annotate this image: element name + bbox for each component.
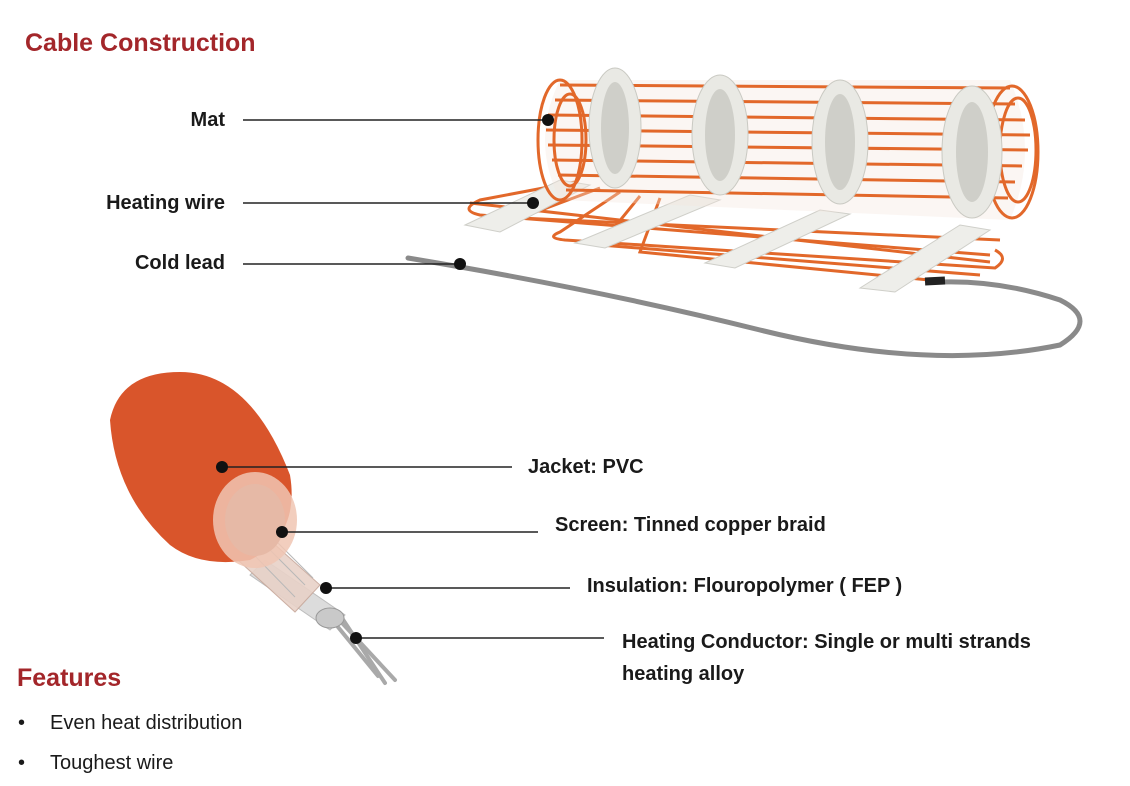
label-screen: Screen: Tinned copper braid	[555, 514, 826, 536]
mat-leader-lines	[243, 119, 548, 265]
cold-lead-cable	[405, 255, 1083, 359]
feature-text: Toughest wire	[50, 752, 174, 774]
cable-section-illustration	[110, 372, 397, 685]
cable-leader-dots	[216, 461, 362, 644]
label-mat: Mat	[190, 109, 225, 131]
label-insulation: Insulation: Flouropolymer ( FEP )	[587, 575, 903, 597]
label-heating-wire: Heating wire	[106, 192, 225, 214]
label-heating-conductor: Heating Conductor: Single or multi stran…	[622, 631, 1031, 685]
mat-leader-dots	[454, 114, 554, 270]
construction-title: Cable Construction	[25, 29, 256, 57]
feature-item: • Even heat distribution	[18, 712, 242, 735]
feature-text: Even heat distribution	[50, 712, 243, 734]
mat-tapes-flat	[463, 179, 992, 293]
cable-leader-lines	[222, 466, 604, 639]
features-title: Features	[17, 664, 122, 692]
bullet-icon: •	[18, 752, 26, 774]
feature-item: • Toughest wire	[18, 752, 173, 775]
mat-roll	[536, 67, 1040, 220]
label-cold-lead: Cold lead	[134, 252, 225, 274]
mat-roll-tapes	[588, 67, 1003, 219]
bullet-icon: •	[18, 712, 26, 734]
label-jacket: Jacket: PVC	[528, 456, 644, 478]
cold-lead-joint	[924, 276, 946, 286]
heating-mat-illustration	[405, 67, 1083, 359]
